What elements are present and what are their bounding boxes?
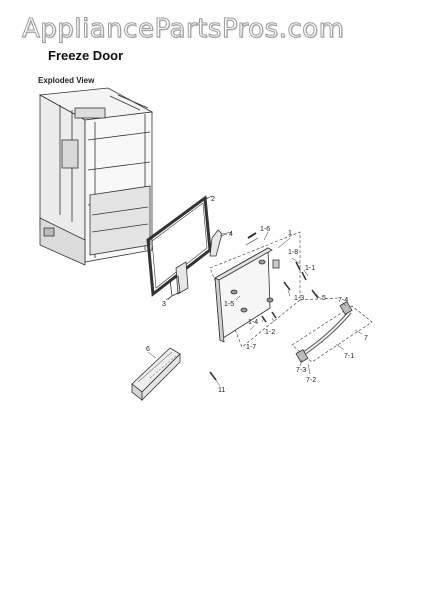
callout-1-7: 1-7 — [246, 344, 256, 351]
callout-4: 4 — [229, 231, 233, 238]
callout-1-3: 1-3 — [294, 295, 304, 302]
callout-7: 7 — [364, 335, 368, 342]
screws — [261, 261, 319, 323]
bracket-part — [165, 261, 189, 301]
door-bin — [131, 347, 181, 401]
site-watermark: AppliancePartsPros.com — [21, 14, 345, 45]
callout-1-1: 1-1 — [305, 265, 315, 272]
callout-6: 6 — [146, 346, 150, 353]
callout-2: 2 — [211, 196, 215, 203]
view-label: Exploded View — [38, 76, 95, 85]
callout-1-4: 1-4 — [248, 319, 258, 326]
callout-5: 5 — [322, 295, 326, 302]
door-gasket — [146, 195, 213, 297]
screw-11 — [209, 371, 217, 381]
callout-1-6: 1-6 — [260, 226, 270, 233]
callout-7-4: 7-4 — [338, 297, 348, 304]
page-title: Freeze Door — [48, 48, 124, 63]
callout-1: 1 — [288, 230, 292, 237]
leader-lines — [147, 197, 363, 387]
callout-7-1: 7-1 — [344, 353, 354, 360]
callout-11: 11 — [218, 387, 225, 394]
hinge-part — [209, 229, 233, 257]
callout-7-3: 7-3 — [296, 367, 306, 374]
callout-7-2: 7-2 — [306, 377, 316, 384]
door-handle — [291, 301, 373, 363]
callout-3: 3 — [162, 301, 166, 308]
refrigerator-cabinet — [38, 87, 154, 266]
callout-1-2: 1-2 — [265, 329, 275, 336]
callout-labels: 2 3 4 1-6 1 1-8 1-1 1-3 1-5 1-4 1-2 1-7 … — [146, 196, 368, 394]
freezer-door — [214, 232, 280, 343]
callout-1-8: 1-8 — [288, 249, 298, 256]
callout-1-5: 1-5 — [224, 301, 234, 308]
